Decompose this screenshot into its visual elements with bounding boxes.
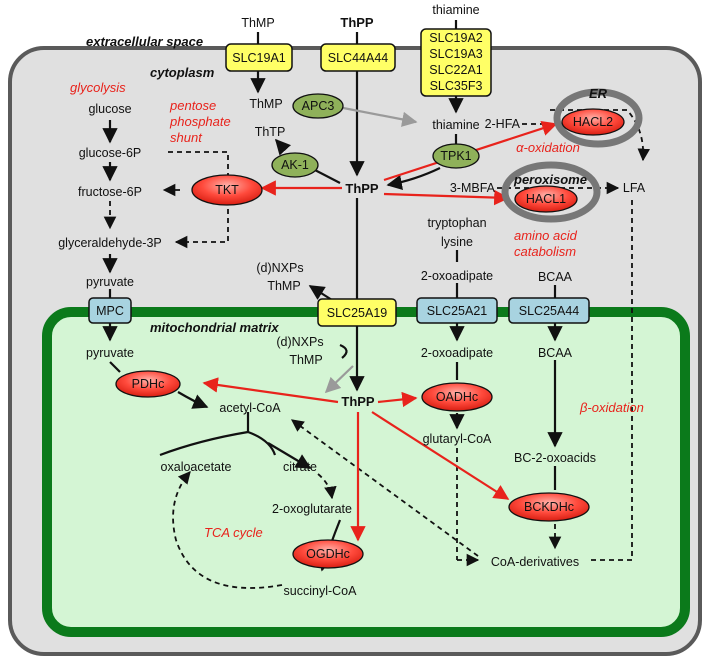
glucose: glucose bbox=[88, 102, 131, 116]
mito-label: mitochondrial matrix bbox=[150, 320, 279, 335]
hacl2-label: HACL2 bbox=[573, 115, 613, 129]
citrate: citrate bbox=[283, 460, 317, 474]
bcaa-mito: BCAA bbox=[538, 346, 573, 360]
glucose-6p: glucose-6P bbox=[79, 146, 142, 160]
tryptophan: tryptophan bbox=[427, 216, 486, 230]
thiamine-extracellular: thiamine bbox=[432, 3, 479, 17]
coa-derivatives: CoA-derivatives bbox=[491, 555, 579, 569]
pentose-label-line1: pentose bbox=[169, 98, 216, 113]
glyceraldehyde-3p: glyceraldehyde-3P bbox=[58, 236, 162, 250]
bc-2-oxoacids: BC-2-oxoacids bbox=[514, 451, 596, 465]
pathway-labels: glycolysis pentose phosphate shunt α-oxi… bbox=[70, 80, 644, 540]
transporter-slc25a44: SLC25A44 bbox=[508, 297, 590, 324]
mpc-label: MPC bbox=[96, 304, 124, 318]
thtp-cytoplasm: ThTP bbox=[255, 125, 286, 139]
slc19a1-label: SLC19A1 bbox=[232, 51, 286, 65]
thmp-cytoplasm-2: ThMP bbox=[267, 279, 300, 293]
hacl1-label: HACL1 bbox=[526, 192, 566, 206]
tkt-label: TKT bbox=[215, 183, 239, 197]
mitochondrial-matrix-compartment bbox=[42, 307, 690, 637]
enzyme-tpk1: TPK1 bbox=[432, 143, 480, 169]
glycolysis-label: glycolysis bbox=[70, 80, 126, 95]
3-mbfa: 3-MBFA bbox=[450, 181, 496, 195]
enzyme-oadhc: OADHc bbox=[421, 382, 493, 412]
fructose-6p: fructose-6P bbox=[78, 185, 142, 199]
pentose-label-line2: phosphate bbox=[169, 114, 231, 129]
apc3-label: APC3 bbox=[302, 99, 335, 113]
dnxps-mito: (d)NXPs bbox=[276, 335, 323, 349]
alpha-oxidation-label: α-oxidation bbox=[516, 140, 580, 155]
pentose-label-line3: shunt bbox=[170, 130, 203, 145]
bckdhc-label: BCKDHc bbox=[524, 500, 574, 514]
transporter-slc25a19: SLC25A19 bbox=[317, 298, 397, 327]
enzyme-bckdhc: BCKDHc bbox=[508, 492, 590, 522]
slc19a2-label: SLC19A2 bbox=[429, 31, 483, 45]
lysine: lysine bbox=[441, 235, 473, 249]
acetyl-coa: acetyl-CoA bbox=[219, 401, 281, 415]
enzyme-hacl1: HACL1 bbox=[514, 185, 578, 213]
peroxisome-organelle: peroxisome bbox=[501, 161, 601, 223]
thpp-mito: ThPP bbox=[341, 394, 375, 409]
transporter-slc19a1: SLC19A1 bbox=[225, 43, 293, 72]
slc25a19-label: SLC25A19 bbox=[327, 306, 388, 320]
metabolite-labels: ThMP ThPP thiamine ThMP ThTP thiamine Th… bbox=[58, 3, 646, 598]
cytoplasm-label: cytoplasm bbox=[150, 65, 215, 80]
bcaa-cytoplasm: BCAA bbox=[538, 270, 573, 284]
transporter-slc44a44: SLC44A44 bbox=[320, 43, 396, 72]
slc25a21-label: SLC25A21 bbox=[427, 304, 488, 318]
2-hfa: 2-HFA bbox=[485, 117, 521, 131]
thiamine-cytoplasm: thiamine bbox=[432, 118, 479, 132]
slc19a3-label: SLC19A3 bbox=[429, 47, 483, 61]
tca-cycle-label: TCA cycle bbox=[204, 525, 263, 540]
enzyme-hacl2: HACL2 bbox=[561, 108, 625, 136]
transporter-mpc: MPC bbox=[88, 297, 132, 324]
oadhc-label: OADHc bbox=[436, 390, 478, 404]
slc22a1-label: SLC22A1 bbox=[429, 63, 483, 77]
slc44a44-label: SLC44A44 bbox=[328, 51, 389, 65]
transporter-slc-thiamine-group: SLC19A2 SLC19A3 SLC22A1 SLC35F3 bbox=[420, 28, 492, 97]
dnxps-cytoplasm: (d)NXPs bbox=[256, 261, 303, 275]
thpp-extracellular: ThPP bbox=[340, 15, 374, 30]
amino-acid-label-line2: catabolism bbox=[514, 244, 576, 259]
2-oxoadipate-cytoplasm: 2-oxoadipate bbox=[421, 269, 493, 283]
thmp-mito: ThMP bbox=[289, 353, 322, 367]
extracellular-label: extracellular space bbox=[86, 34, 203, 49]
er-organelle: ER bbox=[553, 86, 643, 148]
thmp-cytoplasm: ThMP bbox=[249, 97, 282, 111]
tpk1-label: TPK1 bbox=[440, 149, 471, 163]
ak1-label: AK-1 bbox=[281, 158, 309, 172]
pdhc-label: PDHc bbox=[132, 377, 165, 391]
enzyme-apc3: APC3 bbox=[292, 93, 344, 119]
peroxisome-label: peroxisome bbox=[513, 172, 587, 187]
pyruvate-mito: pyruvate bbox=[86, 346, 134, 360]
amino-acid-label-line1: amino acid bbox=[514, 228, 578, 243]
succinyl-coa: succinyl-CoA bbox=[284, 584, 358, 598]
ogdhc-label: OGDHc bbox=[306, 547, 350, 561]
enzyme-tkt: TKT bbox=[191, 174, 263, 206]
2-oxoglutarate: 2-oxoglutarate bbox=[272, 502, 352, 516]
enzyme-pdhc: PDHc bbox=[115, 370, 181, 398]
lfa: LFA bbox=[623, 181, 646, 195]
transporter-slc25a21: SLC25A21 bbox=[416, 297, 498, 324]
oxaloacetate: oxaloacetate bbox=[161, 460, 232, 474]
pyruvate-cytoplasm: pyruvate bbox=[86, 275, 134, 289]
slc25a44-label: SLC25A44 bbox=[519, 304, 580, 318]
2-oxoadipate-mito: 2-oxoadipate bbox=[421, 346, 493, 360]
enzyme-ogdhc: OGDHc bbox=[292, 539, 364, 569]
thpp-cytoplasm: ThPP bbox=[345, 181, 379, 196]
thmp-extracellular: ThMP bbox=[241, 16, 274, 30]
slc35f3-label: SLC35F3 bbox=[430, 79, 483, 93]
glutaryl-coa: glutaryl-CoA bbox=[423, 432, 492, 446]
enzyme-ak1: AK-1 bbox=[271, 152, 319, 178]
er-label: ER bbox=[589, 86, 608, 101]
beta-oxidation-label: β-oxidation bbox=[579, 400, 644, 415]
